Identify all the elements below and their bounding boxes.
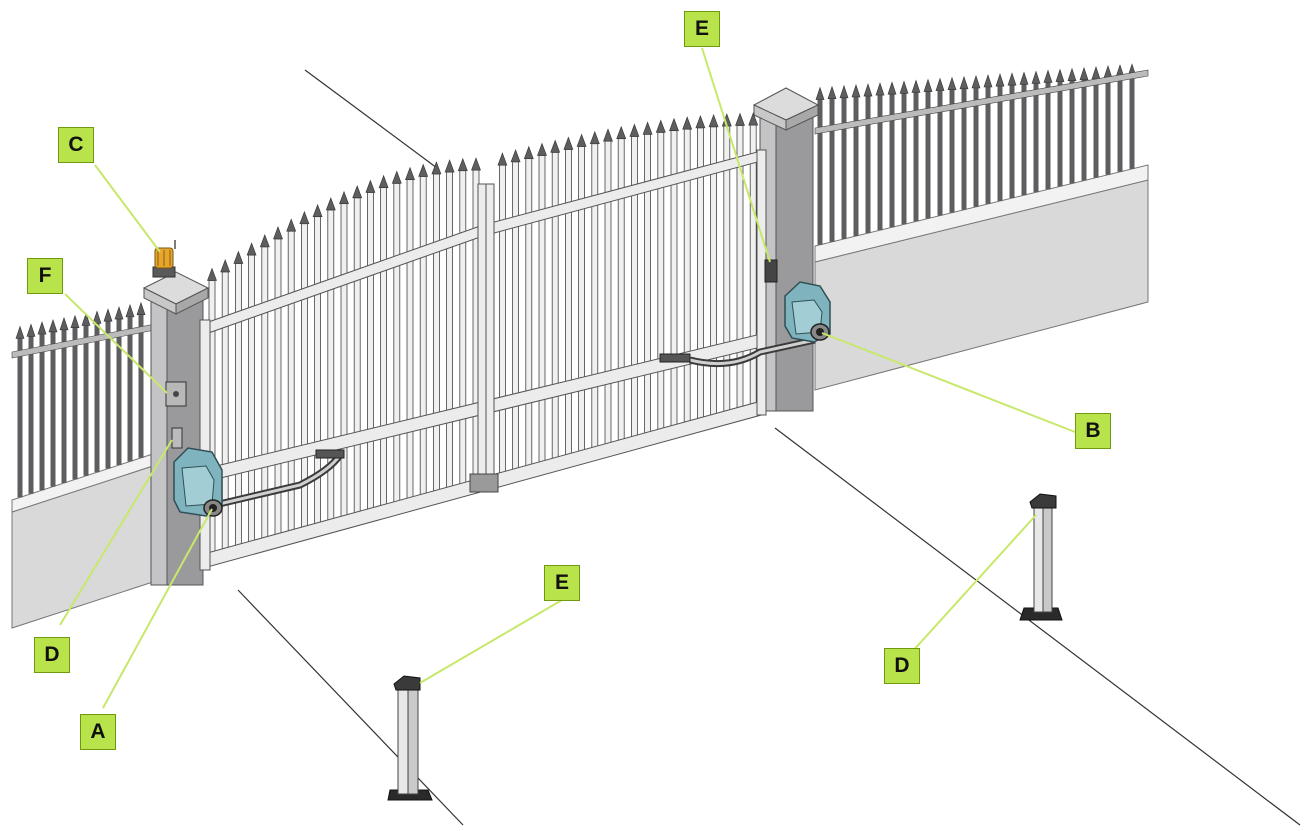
key-selector <box>165 381 187 407</box>
callout-f-text: F <box>38 264 52 287</box>
callout-d-right-text: D <box>894 654 910 677</box>
callout-c-text: C <box>68 133 84 156</box>
leader-e-right <box>701 47 771 263</box>
leader-a <box>102 508 213 709</box>
callout-e-right: E <box>684 11 720 47</box>
gate-stop <box>469 473 499 493</box>
leader-f <box>64 293 168 394</box>
callout-e-left-text: E <box>554 571 569 594</box>
gate <box>199 112 767 571</box>
leader-e-left <box>419 599 563 684</box>
callout-a-text: A <box>90 720 106 743</box>
callout-d-left-text: D <box>44 643 60 666</box>
flashing-light <box>152 240 176 278</box>
right-fence <box>814 63 1149 245</box>
right-wall <box>814 164 1149 391</box>
leader-d-right <box>901 514 1037 664</box>
callout-b-text: B <box>1085 419 1101 442</box>
callout-d-left: D <box>34 637 70 673</box>
left-wall <box>11 449 166 629</box>
left-fence <box>11 301 166 498</box>
leader-c <box>94 164 161 253</box>
callout-d-right: D <box>884 648 920 684</box>
leader-d-left <box>59 439 173 626</box>
callout-e-left: E <box>544 565 580 601</box>
photocell-post-right <box>1019 493 1063 621</box>
photocell-right-pillar <box>764 259 778 283</box>
callout-c: C <box>58 127 94 163</box>
ground-lines <box>237 69 1301 826</box>
photocell-left-pillar <box>171 427 183 449</box>
callout-leaders <box>59 47 1076 709</box>
motor-left <box>173 447 345 517</box>
callout-f: F <box>27 258 63 294</box>
callout-e-right-text: E <box>694 17 709 40</box>
callout-b: B <box>1075 413 1111 449</box>
callout-a: A <box>80 714 116 750</box>
leader-b <box>821 332 1076 433</box>
gate-bars <box>207 112 759 563</box>
photocell-post-left <box>387 675 433 801</box>
motor-right <box>659 281 831 368</box>
